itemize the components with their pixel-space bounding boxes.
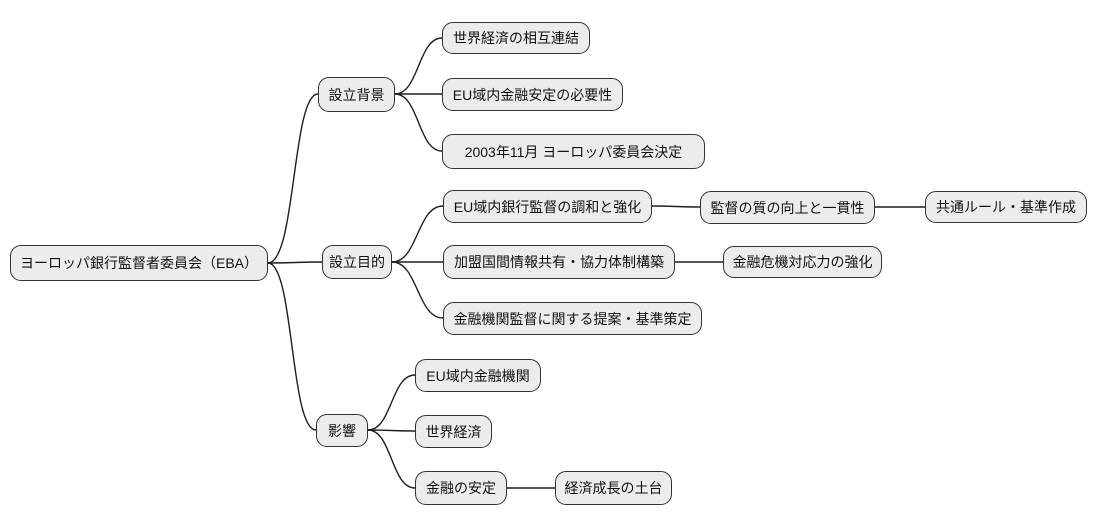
edge-eikyo-kinyuantei: [367, 429, 416, 489]
node-root-eba: ヨーロッパ銀行監督者委員会（EBA）: [10, 245, 268, 281]
node-kinyu-antei: 金融の安定: [415, 471, 507, 505]
node-2003-iinkai-kettei: 2003年11月 ヨーロッパ委員会決定: [442, 134, 705, 169]
node-kinyukiki-taiouryoku: 金融危機対応力の強化: [723, 246, 882, 278]
edge-eikyo-kikan: [367, 374, 416, 431]
edge-eikyo-sekaikeizai: [367, 429, 416, 432]
node-kantoku-shitsu-ikkansei: 監督の質の向上と一貫性: [700, 191, 875, 224]
edge-chouwa-shitsu: [651, 205, 701, 208]
edge-root-eikyo: [267, 262, 317, 431]
node-sekaikeizai-sougorenketsu: 世界経済の相互連結: [442, 22, 590, 54]
node-keizaiseichou-dodai: 経済成長の土台: [555, 471, 672, 505]
edge-haikei-kettei: [394, 93, 443, 152]
edge-root-haikei: [267, 93, 319, 264]
edge-haikei-sougorenketsu: [394, 37, 443, 95]
node-setsuritsu-haikei: 設立背景: [318, 77, 395, 112]
node-sekaikeizai: 世界経済: [415, 415, 492, 448]
node-eikyo: 影響: [316, 414, 368, 447]
node-setsuritsu-mokuteki: 設立目的: [322, 245, 392, 279]
edge-mokuteki-teian: [391, 261, 444, 319]
edge-mokuteki-chouwa: [391, 205, 444, 263]
node-kameikoku-kyouryoku-kouchiku: 加盟国間情報共有・協力体制構築: [443, 245, 675, 279]
node-eu-kinyukikan: EU域内金融機関: [415, 359, 541, 392]
node-teian-kijun-sakutei: 金融機関監督に関する提案・基準策定: [443, 302, 702, 335]
edge-root-mokuteki: [267, 261, 323, 264]
node-kantoku-chouwa-kyouka: EU域内銀行監督の調和と強化: [443, 190, 652, 223]
node-eu-kinyuantei-hitsuyousei: EU域内金融安定の必要性: [442, 78, 623, 111]
node-kyoutsuu-rule-sakusei: 共通ルール・基準作成: [925, 191, 1087, 223]
